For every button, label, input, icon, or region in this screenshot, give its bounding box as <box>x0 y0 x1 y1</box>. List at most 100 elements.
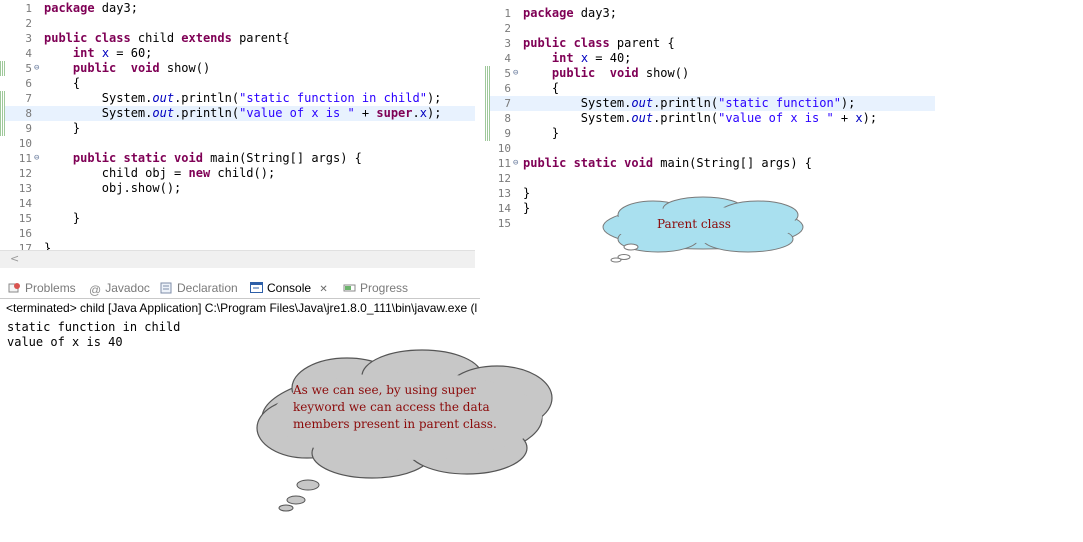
code-token: .println( <box>174 106 240 120</box>
line-number: 15 <box>497 217 511 230</box>
code-text: public class child extends parent{ <box>44 31 290 46</box>
code-token: out <box>631 111 654 125</box>
tab-progress[interactable]: Progress <box>343 279 408 297</box>
tab-console[interactable]: Console ✕ <box>250 279 328 297</box>
code-text: int x = 40; <box>523 51 632 66</box>
code-token: package <box>44 1 95 15</box>
line-number: 14 <box>497 202 511 215</box>
annotation-marker <box>0 61 5 76</box>
line-number: 12 <box>497 172 511 185</box>
code-token <box>116 61 130 75</box>
line-number: 7 <box>25 92 32 105</box>
console-output-line: value of x is 40 <box>7 335 123 349</box>
annotation-marker <box>0 91 5 106</box>
code-line[interactable]: 8 System.out.println("value of x is " + … <box>485 111 935 126</box>
code-token: main(String[] args) { <box>202 151 362 165</box>
code-line[interactable]: 8 System.out.println("value of x is " + … <box>0 106 475 121</box>
code-text: public static void main(String[] args) { <box>44 151 362 166</box>
code-line[interactable]: 17} <box>0 241 475 250</box>
fold-icon[interactable]: ⊖ <box>513 158 519 168</box>
fold-icon[interactable]: ⊖ <box>513 68 519 78</box>
code-line[interactable]: 13} <box>485 186 935 201</box>
code-line[interactable]: 9 } <box>485 126 935 141</box>
code-line[interactable]: 14} <box>485 201 935 216</box>
close-tab-icon[interactable]: ✕ <box>319 284 328 295</box>
code-line[interactable]: 10 <box>485 141 935 156</box>
code-line[interactable]: 11⊖ public static void main(String[] arg… <box>0 151 475 166</box>
code-token: main(String[] args) { <box>653 156 812 170</box>
line-number: 3 <box>25 32 32 45</box>
horizontal-scrollbar[interactable]: < <box>0 250 475 268</box>
tab-declaration[interactable]: Declaration <box>160 279 238 297</box>
code-text: public void show() <box>44 61 210 76</box>
code-line[interactable]: 4 int x = 40; <box>485 51 935 66</box>
problems-icon <box>8 283 20 293</box>
fold-icon[interactable]: ⊖ <box>34 63 40 73</box>
code-token: public <box>72 61 117 75</box>
code-token <box>44 61 73 75</box>
explanation-line: members present in parent class. <box>293 417 497 431</box>
code-line[interactable]: 14 <box>0 196 475 211</box>
code-line[interactable]: 4 int x = 60; <box>0 46 475 61</box>
code-line[interactable]: 11⊖public static void main(String[] args… <box>485 156 935 171</box>
line-number: 5 <box>25 62 32 75</box>
code-token: int <box>72 46 95 60</box>
code-line[interactable]: 1 package day3; <box>0 1 475 16</box>
console-icon <box>250 282 263 293</box>
code-text: System.out.println("value of x is " + x)… <box>523 111 877 126</box>
annotation-marker <box>485 111 490 126</box>
code-token: x <box>855 111 863 125</box>
code-token: { <box>44 76 81 90</box>
tab-javadoc[interactable]: @Javadoc <box>89 279 150 297</box>
tab-problems[interactable]: Problems <box>8 279 76 297</box>
explanation-cloud <box>256 349 553 512</box>
code-line[interactable]: 15 } <box>0 211 475 226</box>
line-number: 14 <box>18 197 32 210</box>
code-token: = 60; <box>109 46 153 60</box>
code-line[interactable]: 13 obj.show(); <box>0 181 475 196</box>
code-token <box>95 46 102 60</box>
code-line[interactable]: 10 <box>0 136 475 151</box>
code-token: extends <box>181 31 232 45</box>
line-number: 8 <box>504 112 511 125</box>
fold-icon[interactable]: ⊖ <box>34 153 40 163</box>
code-line[interactable]: 5⊖ public void show() <box>0 61 475 76</box>
code-token: .println( <box>653 111 719 125</box>
code-token <box>523 66 552 80</box>
code-text: } <box>523 186 530 201</box>
code-line[interactable]: 6 { <box>485 81 935 96</box>
code-token: } <box>523 201 531 215</box>
code-text: public static void main(String[] args) { <box>523 156 812 171</box>
code-token: show() <box>638 66 690 80</box>
code-token: child <box>130 31 182 45</box>
code-token: System. <box>523 96 632 110</box>
line-number: 4 <box>504 52 511 65</box>
code-line[interactable]: 3 public class child extends parent{ <box>0 31 475 46</box>
code-line[interactable]: 15 <box>485 216 935 231</box>
code-text: { <box>44 76 80 91</box>
annotation-marker <box>485 66 490 81</box>
code-line[interactable]: 2 <box>485 21 935 36</box>
code-line[interactable]: 12 <box>485 171 935 186</box>
code-token: child(); <box>210 166 276 180</box>
code-line[interactable]: 6 { <box>0 76 475 91</box>
annotation-marker <box>485 96 490 111</box>
explanation-line: keyword we can access the data <box>293 400 490 414</box>
code-line[interactable]: 9 } <box>0 121 475 136</box>
code-line[interactable]: 7 System.out.println("static function"); <box>485 96 935 111</box>
line-number: 1 <box>25 2 32 15</box>
code-line[interactable]: 2 <box>0 16 475 31</box>
code-token: day3; <box>94 1 138 15</box>
line-number: 16 <box>18 227 32 240</box>
code-line[interactable]: 5⊖ public void show() <box>485 66 935 81</box>
scroll-left-arrow-icon[interactable]: < <box>10 252 20 265</box>
annotation-marker <box>485 126 490 141</box>
code-token: ); <box>840 96 856 110</box>
code-line[interactable]: 16 <box>0 226 475 241</box>
code-line[interactable]: 12 child obj = new child(); <box>0 166 475 181</box>
code-line[interactable]: 7 System.out.println("static function in… <box>0 91 475 106</box>
